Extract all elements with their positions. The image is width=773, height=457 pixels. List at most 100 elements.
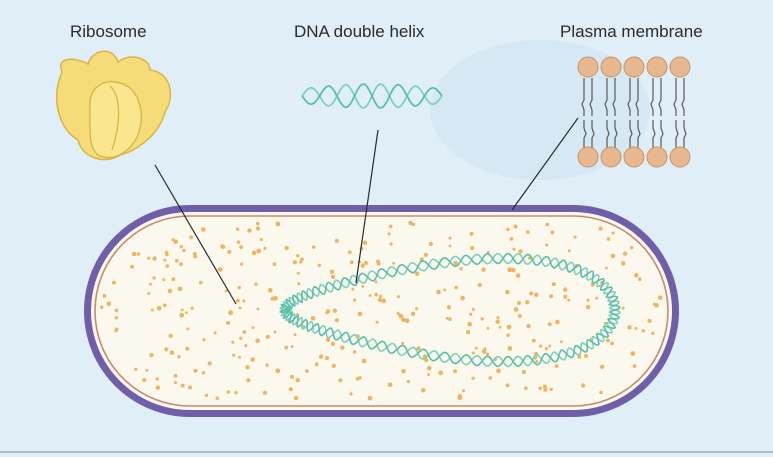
granule xyxy=(362,240,368,245)
granule xyxy=(255,338,261,344)
granule xyxy=(448,317,452,321)
granule xyxy=(173,239,179,244)
granule xyxy=(427,373,431,377)
granule xyxy=(147,256,151,260)
granule xyxy=(621,261,626,266)
granule xyxy=(273,330,277,334)
granule xyxy=(611,231,615,235)
granule xyxy=(227,249,232,254)
granule xyxy=(481,349,487,354)
granule xyxy=(414,271,420,277)
granule xyxy=(147,291,151,295)
granule xyxy=(374,292,379,297)
lipid-tail xyxy=(635,78,639,116)
granule xyxy=(585,304,591,310)
granule xyxy=(396,295,400,299)
granule xyxy=(595,296,599,300)
granule xyxy=(325,337,331,342)
membrane-label: Plasma membrane xyxy=(560,22,703,41)
granule xyxy=(507,267,513,273)
granule xyxy=(130,264,135,269)
granule xyxy=(460,295,465,301)
granule xyxy=(245,365,250,370)
ribosome-label: Ribosome xyxy=(70,22,147,41)
lipid-bilayer-icon xyxy=(577,56,691,168)
granule xyxy=(529,291,534,296)
granule xyxy=(213,331,217,335)
granule xyxy=(171,238,175,242)
lipid-tail xyxy=(675,120,679,148)
granule xyxy=(174,258,179,263)
granule xyxy=(150,308,154,312)
lipid-head xyxy=(600,146,622,168)
lipid-head xyxy=(600,56,622,78)
granule xyxy=(521,369,527,375)
granule xyxy=(186,327,190,331)
granule xyxy=(622,251,628,256)
granule xyxy=(526,230,530,234)
granule xyxy=(169,350,175,355)
background-shade xyxy=(430,40,650,180)
granule xyxy=(647,318,652,324)
granule xyxy=(471,376,475,380)
granule xyxy=(361,358,367,364)
granule xyxy=(131,251,137,257)
granule xyxy=(363,261,368,265)
lipid-tail xyxy=(627,78,631,116)
granule xyxy=(179,312,185,318)
granule xyxy=(228,310,233,316)
granule xyxy=(134,367,138,371)
granule xyxy=(247,228,252,233)
granule xyxy=(515,273,521,278)
granule xyxy=(331,363,336,369)
granule xyxy=(408,220,413,226)
granule xyxy=(353,298,357,302)
granule xyxy=(404,318,410,324)
granule xyxy=(563,287,568,292)
granule xyxy=(242,299,246,303)
granule xyxy=(326,309,331,314)
granule xyxy=(584,353,589,359)
lipid-tail xyxy=(606,120,610,148)
granule xyxy=(401,368,406,374)
granule xyxy=(310,315,316,321)
lipid-tail xyxy=(581,78,585,116)
granule xyxy=(543,387,548,392)
granule xyxy=(641,329,646,333)
dna-label: DNA double helix xyxy=(294,22,425,41)
granule xyxy=(424,358,429,363)
lipid-tail xyxy=(681,78,685,116)
granule xyxy=(470,232,474,235)
granule xyxy=(324,356,330,361)
granule xyxy=(577,354,582,359)
granule xyxy=(299,260,303,264)
granule xyxy=(621,306,625,310)
lipid-tail xyxy=(673,78,677,116)
granule xyxy=(436,289,441,295)
granule xyxy=(201,227,206,232)
granule xyxy=(177,286,183,292)
granule xyxy=(250,357,255,362)
granule xyxy=(599,390,603,395)
granule xyxy=(506,333,511,338)
granule xyxy=(518,249,523,254)
granule xyxy=(305,369,309,373)
granule xyxy=(165,264,170,268)
lipid-tail xyxy=(589,78,593,116)
granule xyxy=(265,363,269,367)
granule xyxy=(114,329,118,333)
granule xyxy=(477,282,482,288)
granule xyxy=(314,362,319,367)
granule xyxy=(367,395,373,401)
granule xyxy=(389,242,393,246)
lipid-head xyxy=(646,56,668,78)
granule xyxy=(112,280,116,285)
granule xyxy=(420,387,426,393)
granule xyxy=(459,267,463,271)
granule xyxy=(470,245,475,251)
granule xyxy=(488,376,493,380)
granule xyxy=(549,387,553,392)
granule xyxy=(392,262,395,265)
granule xyxy=(242,330,247,334)
granule xyxy=(511,267,516,273)
